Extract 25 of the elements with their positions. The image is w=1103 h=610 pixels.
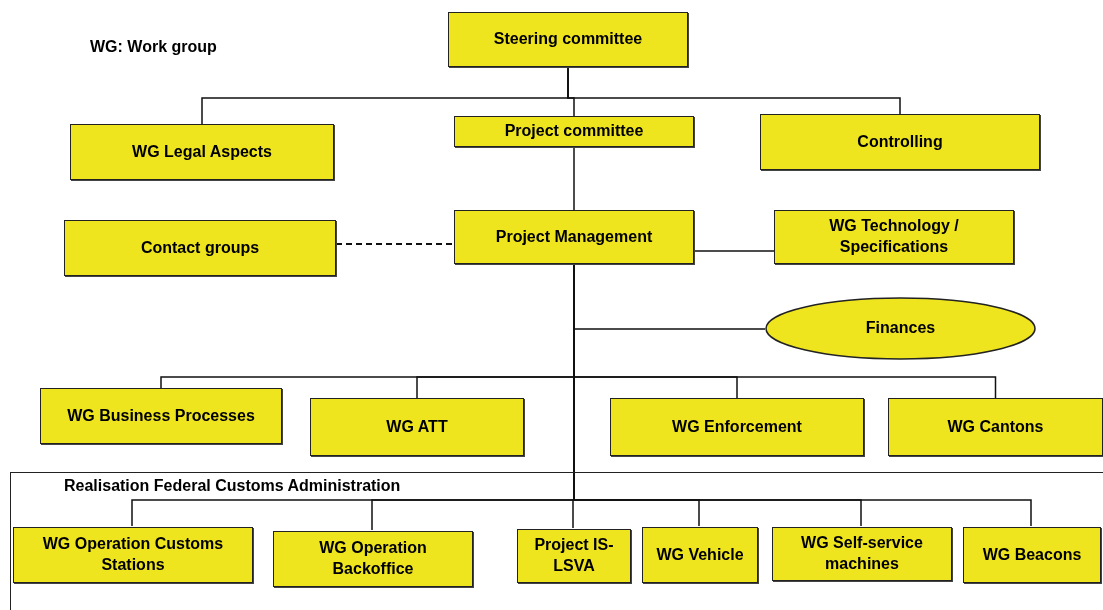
org-box: WG Self-service machines: [772, 527, 952, 581]
connector-line: [573, 146, 575, 211]
org-box: WG Technology / Specifications: [774, 210, 1014, 264]
dashed-connector: [335, 243, 455, 245]
group-heading: Realisation Federal Customs Administration: [64, 476, 401, 496]
ellipse-node: Finances: [765, 297, 1036, 360]
org-box: Project Management: [454, 210, 694, 264]
org-box: Controlling: [760, 114, 1040, 170]
org-box: WG Vehicle: [642, 527, 758, 583]
org-box: Steering committee: [448, 12, 688, 67]
org-box: WG Enforcement: [610, 398, 864, 456]
org-box: WG ATT: [310, 398, 524, 456]
connector-line: [567, 66, 901, 115]
org-box: WG Legal Aspects: [70, 124, 334, 180]
org-box: WG Business Processes: [40, 388, 282, 444]
org-box: Project committee: [454, 116, 694, 147]
org-box: Contact groups: [64, 220, 336, 276]
org-box: WG Cantons: [888, 398, 1103, 456]
org-box: Project IS-LSVA: [517, 529, 631, 583]
org-box: WG Beacons: [963, 527, 1101, 583]
note-text: WG: Work group: [90, 38, 217, 56]
org-box: WG Operation Backoffice: [273, 531, 473, 587]
connector-line: [693, 250, 775, 252]
org-box: WG Operation Customs Stations: [13, 527, 253, 583]
group-frame: [10, 472, 1103, 610]
